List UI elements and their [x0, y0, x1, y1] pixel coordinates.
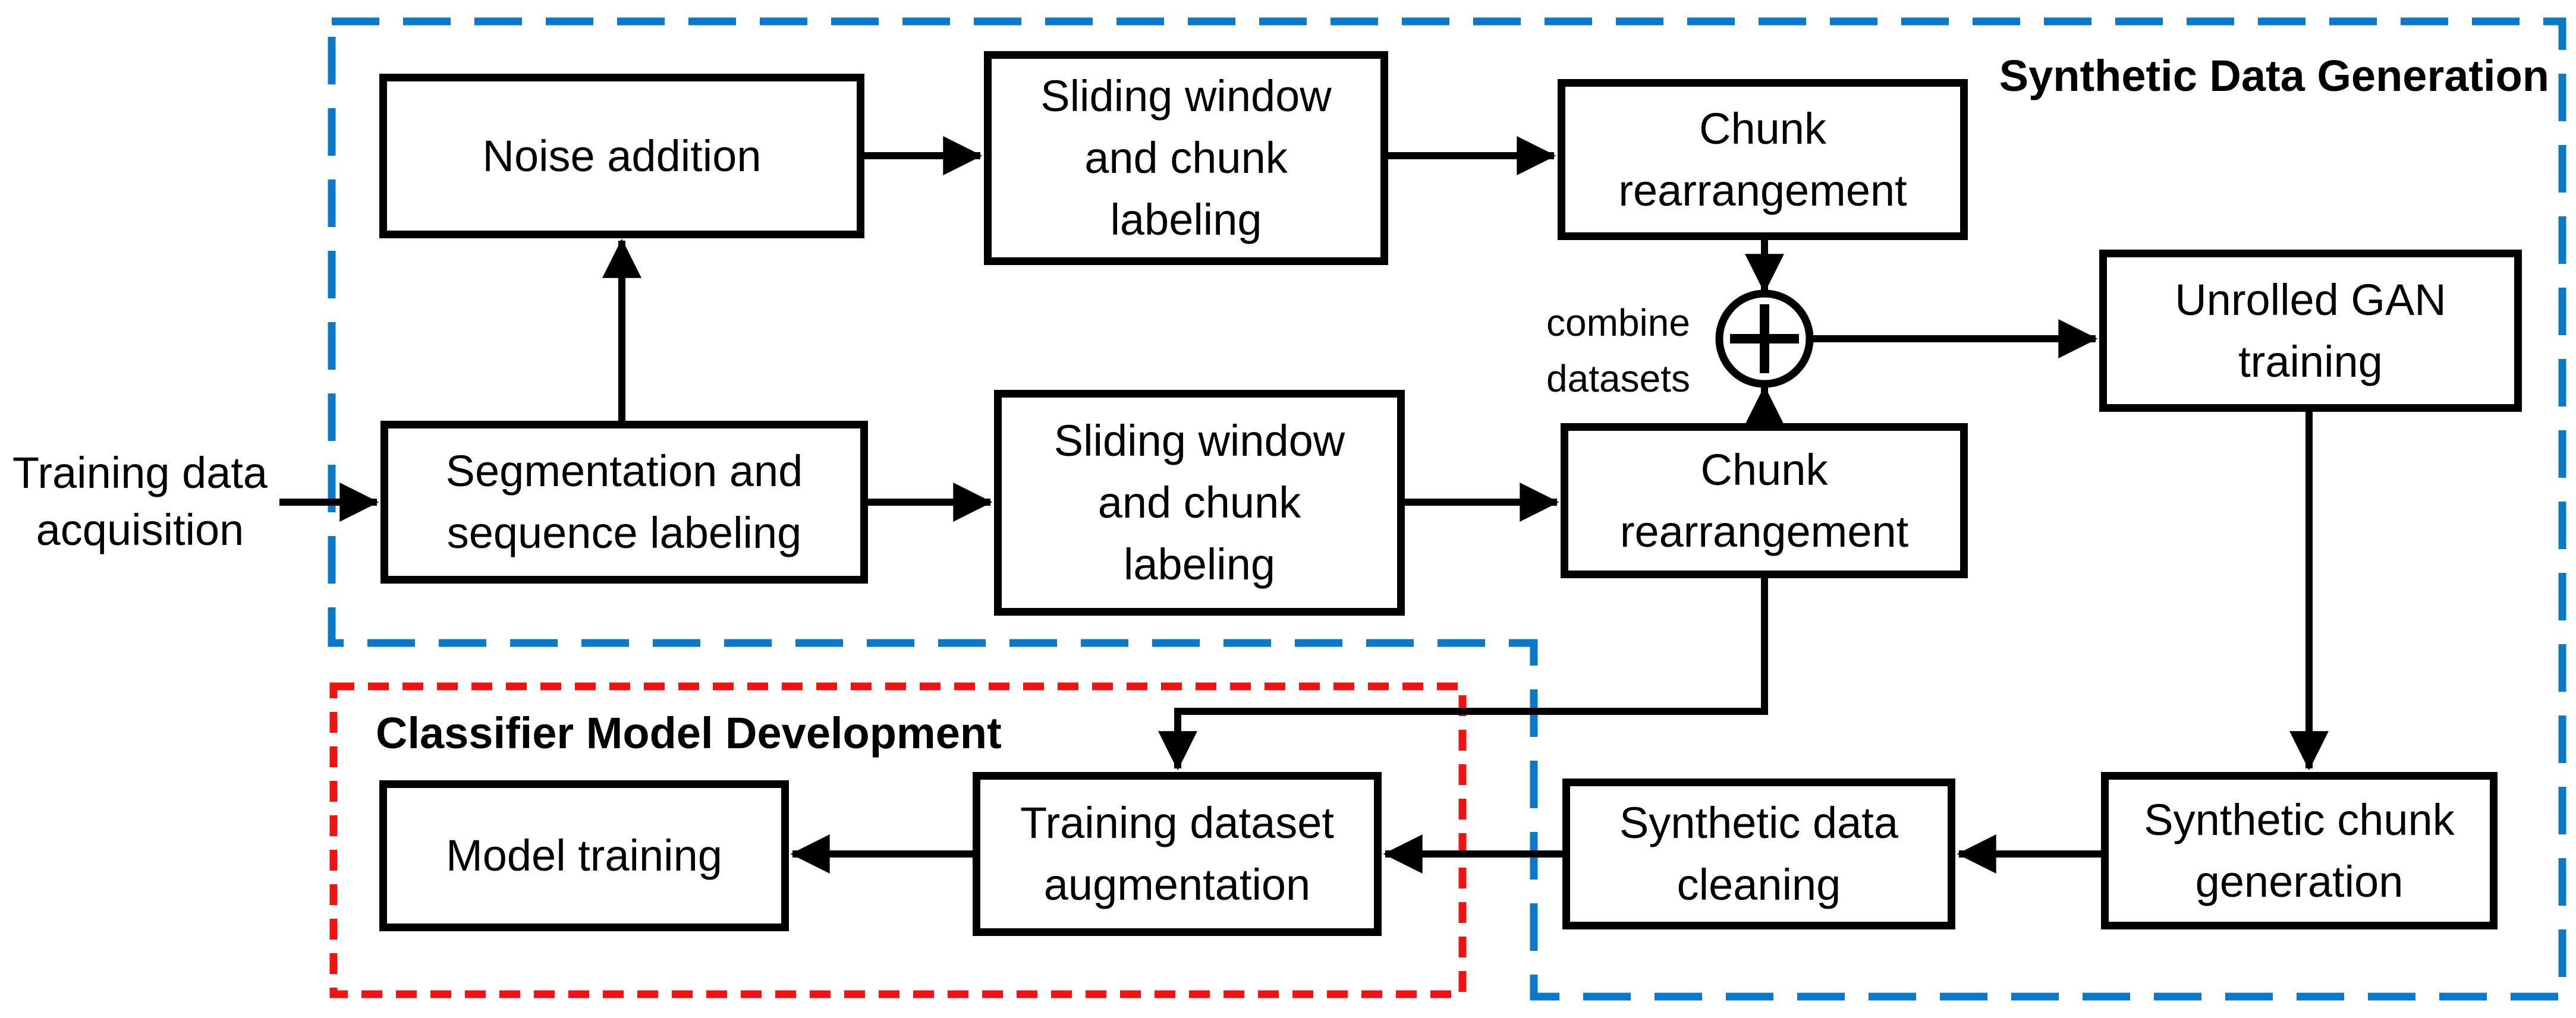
chunk-rearrangement-top-label: Chunk rearrangement — [1618, 103, 1907, 215]
segmentation-sequence-labeling-label: Segmentation and sequence labeling — [445, 446, 803, 557]
combine-datasets-label: combine datasets — [1546, 301, 1690, 400]
box-chunk-rearrangement-bottom: Chunk rearrangement — [1561, 423, 1968, 578]
synthetic-data-cleaning-label: Synthetic data cleaning — [1619, 798, 1898, 909]
sliding-window-top-label: Sliding window and chunk labeling — [1040, 71, 1332, 244]
box-segmentation-sequence-labeling: Segmentation and sequence labeling — [380, 421, 868, 584]
box-chunk-rearrangement-top: Chunk rearrangement — [1558, 79, 1968, 240]
box-noise-addition: Noise addition — [379, 74, 864, 238]
box-synthetic-chunk-generation: Synthetic chunk generation — [2101, 772, 2498, 929]
unrolled-gan-training-label: Unrolled GAN training — [2175, 275, 2446, 386]
arrow-chunk-rearrangement-bottom-to-training-dataset-augmentation — [1158, 578, 1768, 771]
classifier-model-development-title: Classifier Model Development — [376, 708, 1002, 758]
synthetic-chunk-generation-label: Synthetic chunk generation — [2144, 795, 2455, 906]
box-sliding-window-top: Sliding window and chunk labeling — [984, 51, 1388, 265]
classifier-model-development-region-border — [329, 682, 1467, 998]
model-training-label: Model training — [446, 831, 722, 880]
box-synthetic-data-cleaning: Synthetic data cleaning — [1562, 779, 1955, 929]
combine-plus-icon — [1715, 289, 1814, 388]
noise-addition-label: Noise addition — [482, 131, 762, 181]
box-model-training: Model training — [379, 780, 789, 931]
training-dataset-augmentation-label: Training dataset augmentation — [1020, 798, 1334, 909]
sliding-window-bottom-label: Sliding window and chunk labeling — [1053, 416, 1345, 589]
box-unrolled-gan-training: Unrolled GAN training — [2099, 250, 2522, 412]
box-training-dataset-augmentation: Training dataset augmentation — [973, 772, 1382, 936]
box-sliding-window-bottom: Sliding window and chunk labeling — [994, 390, 1405, 616]
chunk-rearrangement-bottom-label: Chunk rearrangement — [1619, 445, 1909, 556]
training-data-acquisition-label: Training data acquisition — [12, 448, 268, 554]
synthetic-data-generation-region-border — [328, 17, 2566, 1001]
synthetic-data-generation-title: Synthetic Data Generation — [1999, 51, 2549, 100]
